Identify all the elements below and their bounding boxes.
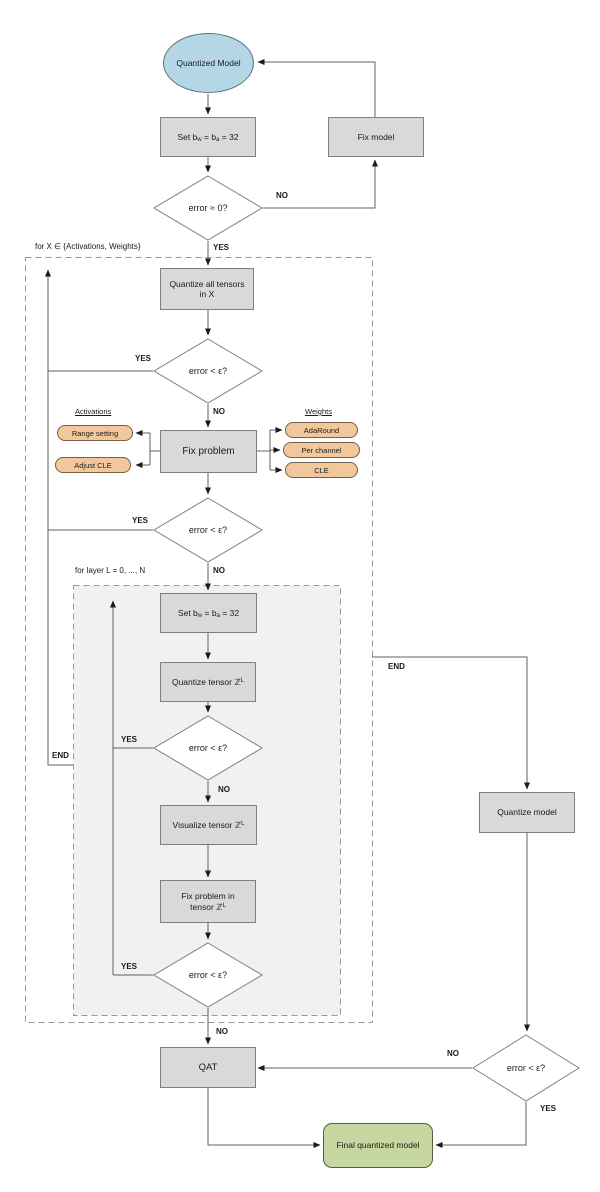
process-fix-model: Fix model xyxy=(328,117,424,157)
process-fix-problem: Fix problem xyxy=(160,430,257,473)
error-eps-label: error < ε? xyxy=(188,525,228,535)
visualize-tensor-label: Visualize tensor ℤL xyxy=(172,819,245,830)
option-pill-adaround: AdaRound xyxy=(285,422,358,438)
process-set-bitwidth-top: Set bw = ba = 32 xyxy=(160,117,256,157)
decision-error-eps-3: error < ε? xyxy=(153,715,263,781)
edge-label-no-d4: NO xyxy=(216,1027,228,1036)
set-bitwidth-label: Set bw = ba = 32 xyxy=(177,607,240,619)
edge-label-yes-d4: YES xyxy=(121,962,138,971)
weights-group-title: Weights xyxy=(305,407,332,416)
edge-label-yes-d3: YES xyxy=(121,735,138,744)
qat-label: QAT xyxy=(198,1061,218,1073)
fix-model-label: Fix model xyxy=(357,131,395,142)
process-quantize-tensor: Quantize tensor ℤL xyxy=(160,662,256,702)
outer-loop-label: for X ∈ {Activations, Weights} xyxy=(35,242,141,251)
pill-label: AdaRound xyxy=(303,425,340,435)
edge-label-yes-top: YES xyxy=(213,243,230,252)
decision-error-eps-1: error < ε? xyxy=(153,338,263,404)
decision-error-zero: error ≈ 0? xyxy=(153,175,263,241)
error-zero-label: error ≈ 0? xyxy=(188,203,228,213)
pill-label: Adjust CLE xyxy=(74,460,112,470)
error-eps-label: error < ε? xyxy=(506,1063,546,1073)
process-set-bitwidth-inner: Set bw = ba = 32 xyxy=(160,593,257,633)
process-qat: QAT xyxy=(160,1047,256,1088)
edge-label-no-top: NO xyxy=(276,191,288,200)
option-pill-per-channel: Per channel xyxy=(283,442,360,458)
activations-group-title: Activations xyxy=(75,407,112,416)
edge-label-yes-d1: YES xyxy=(135,354,152,363)
decision-error-eps-5: error < ε? xyxy=(472,1034,580,1102)
error-eps-label: error < ε? xyxy=(188,366,228,376)
start-terminator-quantized-model: Quantized Model xyxy=(163,33,254,93)
edge-label-no-d5: NO xyxy=(447,1049,459,1058)
option-pill-range-setting: Range setting xyxy=(57,425,133,441)
diamond-shape xyxy=(472,1034,580,1102)
diamond-shape xyxy=(153,942,263,1008)
diamond-shape xyxy=(153,338,263,404)
inner-loop-label: for layer L = 0, ..., N xyxy=(75,566,146,575)
fix-problem-label: Fix problem xyxy=(182,445,235,457)
process-visualize-tensor: Visualize tensor ℤL xyxy=(160,805,257,845)
edge-label-no-d2: NO xyxy=(213,566,225,575)
quantize-all-label: Quantize all tensors in X xyxy=(169,278,245,299)
pill-label: CLE xyxy=(314,465,329,475)
pill-label: Range setting xyxy=(71,428,119,438)
decision-error-eps-4: error < ε? xyxy=(153,942,263,1008)
edge-label-end-inner: END xyxy=(52,751,69,760)
start-label: Quantized Model xyxy=(176,57,241,68)
option-pill-adjust-cle: Adjust CLE xyxy=(55,457,131,473)
edge-label-end-outer: END xyxy=(388,662,405,671)
quantize-model-label: Quantize model xyxy=(497,807,557,818)
process-quantize-model: Quantize model xyxy=(479,792,575,833)
diamond-shape xyxy=(153,715,263,781)
final-model-label: Final quantized model xyxy=(336,1140,420,1151)
process-quantize-all-tensors: Quantize all tensors in X xyxy=(160,268,254,310)
terminator-final-quantized-model: Final quantized model xyxy=(323,1123,433,1168)
error-eps-label: error < ε? xyxy=(188,743,228,753)
pill-label: Per channel xyxy=(301,445,342,455)
edge-label-no-d1: NO xyxy=(213,407,225,416)
edge-label-no-d3: NO xyxy=(218,785,230,794)
diamond-shape xyxy=(153,175,263,241)
process-fix-problem-in-tensor: Fix problem in tensor ℤL xyxy=(160,880,256,923)
option-pill-cle: CLE xyxy=(285,462,358,478)
decision-error-eps-2: error < ε? xyxy=(153,497,263,563)
set-bitwidth-label: Set bw = ba = 32 xyxy=(177,131,239,143)
fix-problem-tensor-label: Fix problem in tensor ℤL xyxy=(181,891,235,912)
quantize-tensor-label: Quantize tensor ℤL xyxy=(171,676,245,687)
diamond-shape xyxy=(153,497,263,563)
edge-label-yes-d2: YES xyxy=(132,516,149,525)
edge-label-yes-d5: YES xyxy=(540,1104,557,1113)
error-eps-label: error < ε? xyxy=(188,970,228,980)
